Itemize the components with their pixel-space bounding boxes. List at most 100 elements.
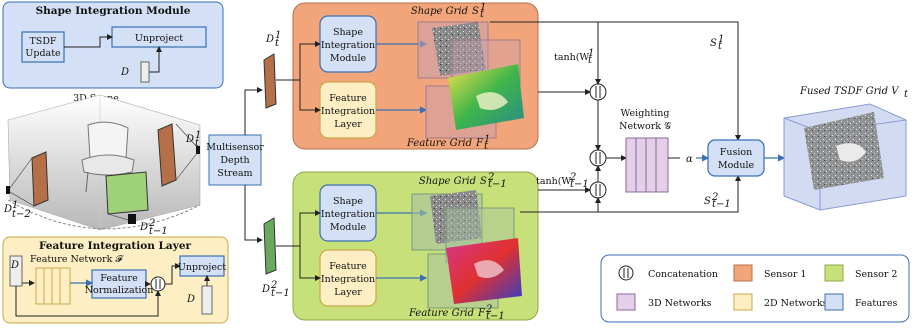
- s1-shape-grid-sup: 1: [480, 2, 486, 13]
- feature-norm-line1: Feature: [100, 273, 138, 284]
- output-title: Fused TSDF Grid V: [799, 86, 900, 97]
- feature-normalization-box: [91, 269, 147, 299]
- output-sub: t: [904, 89, 909, 100]
- input-top-sub: t: [275, 38, 280, 49]
- scene-cam-t1-label: D: [139, 222, 148, 233]
- feature-layer-depth-left: D: [10, 260, 19, 271]
- scene-cam-t2-sup: 1: [12, 200, 18, 211]
- alpha-label: α: [686, 154, 693, 165]
- sensor2-panel: Shape Grid S 2 t−1 Shape Integration Mod…: [276, 171, 539, 322]
- s1-fil-line1: Feature: [329, 93, 367, 104]
- tanh2-label: tanh(W: [536, 176, 571, 187]
- sensor1-panel: Shape Grid S 1 t Shape Integration Modul…: [276, 2, 539, 152]
- s1-sim-line3: Module: [330, 53, 367, 64]
- tanh2-sup: 2: [569, 172, 576, 183]
- s1-shape-grid-sub: t: [480, 9, 485, 20]
- feature-norm-line2: Normalization: [85, 285, 154, 296]
- scene-cam-t1-sub: t−1: [149, 226, 168, 237]
- legend-features-label: Features: [855, 298, 897, 309]
- legend: Concatenation Sensor 1 Sensor 2 3D Netwo…: [600, 254, 910, 323]
- fusion-line2: Module: [718, 160, 755, 171]
- s1-fil-line2: Integration: [321, 106, 375, 117]
- s1-feature-grid-sup: 1: [484, 134, 490, 145]
- feature-layer-depth-label: D: [186, 294, 195, 305]
- fusion-section: tanh(W 1 t tanh(W 2 t−1 S 1 t S 2 t−1 We…: [490, 21, 909, 213]
- unproject-label: Unproject: [135, 33, 183, 44]
- fusion-line1: Fusion: [720, 147, 752, 158]
- camera-t2-icon: [6, 151, 49, 207]
- s2-fil-line3: Layer: [334, 287, 362, 298]
- weighting-network-stack: [625, 137, 669, 193]
- feature-layer-concat-icon: [150, 276, 166, 292]
- s2-sim-line1: Shape: [333, 196, 363, 207]
- s1-sim-line1: Shape: [333, 27, 363, 38]
- shape-module-title: Shape Integration Module: [36, 5, 191, 17]
- feature-network-stack: [35, 267, 71, 305]
- scene-cam-t-sup: 1: [195, 130, 201, 141]
- s2-shape-grid-sub: t−1: [488, 179, 507, 190]
- legend-concat-icon: [618, 265, 634, 281]
- weighting-line1: Weighting: [621, 108, 670, 119]
- tanh1-sub: t: [588, 55, 593, 66]
- s2-fil-line1: Feature: [329, 261, 367, 272]
- tanh2-sub: t−1: [570, 179, 589, 190]
- s1-out-sub: t: [718, 41, 723, 52]
- legend-3d-label: 3D Networks: [648, 298, 712, 309]
- s2-fil-line2: Integration: [321, 274, 375, 285]
- tanh1-label: tanh(W: [554, 52, 589, 63]
- s2-feature-grid-title: Feature Grid: [408, 308, 474, 319]
- stream-line3: Stream: [217, 168, 252, 179]
- legend-features-swatch: [824, 293, 844, 311]
- s1-feature-grid-volume: [425, 64, 524, 139]
- scene-cam-t-sub: t: [195, 138, 200, 149]
- chair-icon: [81, 121, 135, 193]
- s2-feature-grid-sym: F: [477, 308, 486, 319]
- legend-sensor2-label: Sensor 2: [855, 269, 897, 280]
- s2-shape-grid-sup: 2: [487, 172, 494, 183]
- input-depth-bottom: D 2 t−1: [261, 217, 290, 299]
- legend-2d: 2D Networks: [733, 293, 828, 311]
- stream-line1: Multisensor: [206, 142, 264, 153]
- s1-feature-grid-sym: F: [475, 138, 484, 149]
- scene-cam-t2-sub: t−2: [12, 209, 31, 220]
- fused-grid-volume: [783, 103, 907, 211]
- s2-sim-line2: Integration: [321, 209, 375, 220]
- legend-features: Features: [824, 293, 897, 311]
- tsdf-update-box: [21, 31, 65, 63]
- legend-concat: Concatenation: [618, 265, 718, 281]
- depth-map-thumb: [140, 61, 150, 83]
- input-bottom-sup: 2: [270, 280, 277, 291]
- concat-mid-icon: [589, 149, 607, 167]
- s1-shape-grid-sym: S: [472, 6, 479, 17]
- legend-3d-swatch: [616, 293, 636, 311]
- input-top-label: D: [265, 34, 274, 45]
- s1-feature-grid-sub: t: [484, 141, 489, 152]
- scene-cam-t1-sup: 2: [148, 218, 155, 229]
- s2-shape-grid-title: Shape Grid: [419, 176, 476, 187]
- tsdf-update-line1: TSDF: [29, 36, 56, 47]
- feature-network-label: Feature Network 𝓕: [30, 254, 124, 265]
- concat-bottom-icon: [589, 181, 607, 199]
- shape-integration-module-panel: Shape Integration Module TSDF Update Unp…: [2, 1, 224, 89]
- s2-out-sub: t−1: [712, 199, 731, 210]
- feature-unproject-box: [179, 255, 225, 277]
- camera-t-icon: [157, 123, 200, 187]
- legend-sensor2: Sensor 2: [824, 264, 897, 282]
- legend-sensor1: Sensor 1: [733, 264, 806, 282]
- feature-depth-thumb: [201, 285, 213, 315]
- stream-line2: Depth: [220, 155, 249, 166]
- s2-sim-line3: Module: [330, 222, 367, 233]
- s1-fil-line3: Layer: [334, 119, 362, 130]
- feature-unproject-label: Unproject: [178, 262, 226, 273]
- camera-t1-icon: [105, 171, 149, 224]
- s1-sim-line2: Integration: [321, 40, 375, 51]
- s2-shape-grid-sym: S: [480, 176, 487, 187]
- feature-integration-layer-panel: Feature Integration Layer D Feature Netw…: [2, 236, 229, 324]
- weighting-line2: Network 𝒢: [619, 121, 671, 132]
- input-top-sup: 1: [275, 30, 281, 41]
- feature-layer-title: Feature Integration Layer: [39, 240, 192, 252]
- legend-sensor1-swatch: [733, 264, 753, 282]
- legend-concat-label: Concatenation: [648, 269, 718, 280]
- s1-out-label: S: [710, 38, 717, 49]
